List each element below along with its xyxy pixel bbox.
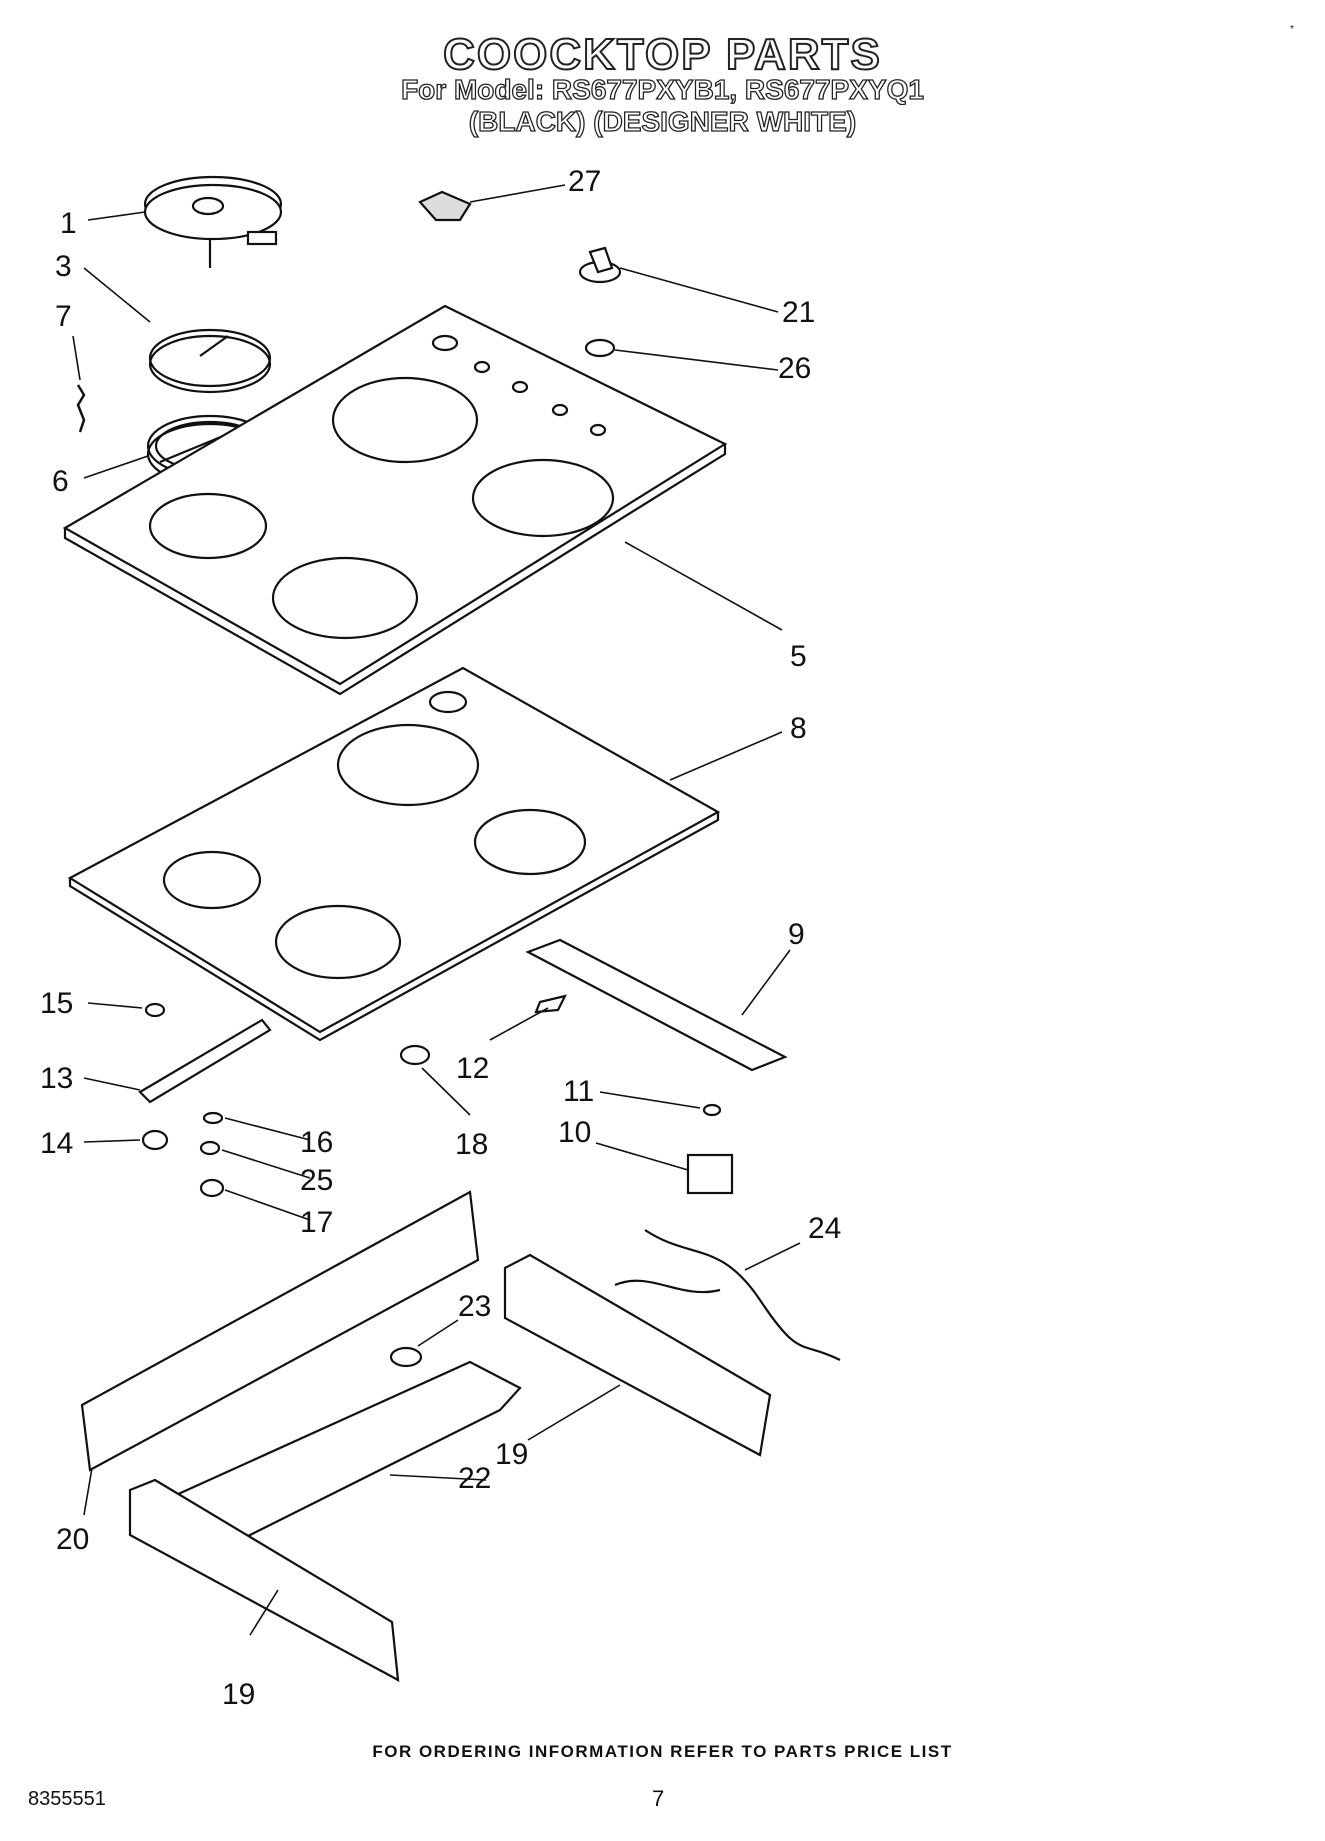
callout-20: 20 xyxy=(56,1523,90,1556)
callout-25: 25 xyxy=(300,1164,334,1197)
document-number: 8355551 xyxy=(28,1788,106,1810)
callout-16: 16 xyxy=(300,1126,334,1159)
wire-harness-part-24 xyxy=(644,1229,841,1361)
callout-10: 10 xyxy=(558,1116,592,1149)
nut-part-15 xyxy=(144,1002,166,1018)
knob-part-21 xyxy=(578,246,622,284)
callout-12: 12 xyxy=(456,1052,490,1085)
plug-part-18 xyxy=(399,1044,431,1066)
callout-27: 27 xyxy=(568,165,602,198)
reflector-ring-part-3 xyxy=(148,328,272,394)
callout-21: 21 xyxy=(782,296,816,329)
callout-9: 9 xyxy=(788,918,805,951)
thermostat-part-14 xyxy=(141,1129,169,1151)
callout-8: 8 xyxy=(790,712,807,745)
clip-part-7 xyxy=(76,384,86,433)
callout-17: 17 xyxy=(300,1206,334,1239)
callout-26: 26 xyxy=(778,352,812,385)
page-title: COOCKTOP PARTS xyxy=(442,29,882,80)
leader-lines xyxy=(72,184,801,1636)
callout-14: 14 xyxy=(40,1127,74,1160)
rail-part-20 xyxy=(80,1190,480,1472)
nut-part-17 xyxy=(199,1178,225,1198)
color-variant: (BLACK) (DESIGNER WHITE) xyxy=(468,105,857,137)
callout-13: 13 xyxy=(40,1062,74,1095)
callout-18: 18 xyxy=(455,1128,489,1161)
corner-mark: * xyxy=(1290,24,1294,35)
washer-part-26 xyxy=(584,338,616,358)
callout-24: 24 xyxy=(808,1212,842,1245)
ring-part-11 xyxy=(702,1103,722,1117)
part-12 xyxy=(534,994,568,1014)
model-subtitle: For Model: RS677PXYB1, RS677PXYQ1 xyxy=(400,73,924,105)
callout-19-front: 19 xyxy=(222,1678,256,1711)
callout-5: 5 xyxy=(790,640,807,673)
grommet-part-23 xyxy=(389,1346,423,1368)
callout-7: 7 xyxy=(55,300,72,333)
callout-1: 1 xyxy=(60,207,77,240)
callout-6: 6 xyxy=(52,465,69,498)
cooktop-glass-part-5 xyxy=(62,304,728,696)
callout-19-right: 19 xyxy=(495,1438,529,1471)
callout-23: 23 xyxy=(458,1290,492,1323)
ordering-note: FOR ORDERING INFORMATION REFER TO PARTS … xyxy=(372,1742,953,1761)
washer-part-16 xyxy=(202,1111,224,1125)
page-number: 7 xyxy=(652,1786,665,1811)
bracket-part-13 xyxy=(138,1018,272,1104)
switch-part-10 xyxy=(686,1153,734,1195)
surface-element-part-1 xyxy=(143,175,283,268)
part-27 xyxy=(418,190,472,222)
callout-11: 11 xyxy=(563,1075,595,1108)
callout-3: 3 xyxy=(55,250,72,283)
bracket-part-9 xyxy=(525,938,788,1072)
callout-22: 22 xyxy=(458,1462,492,1495)
washer-part-25 xyxy=(199,1140,221,1156)
callout-15: 15 xyxy=(40,987,74,1020)
cooktop-pan-part-8 xyxy=(67,666,721,1042)
rail-part-19-front xyxy=(128,1478,400,1682)
rail-part-19-right xyxy=(503,1253,772,1457)
